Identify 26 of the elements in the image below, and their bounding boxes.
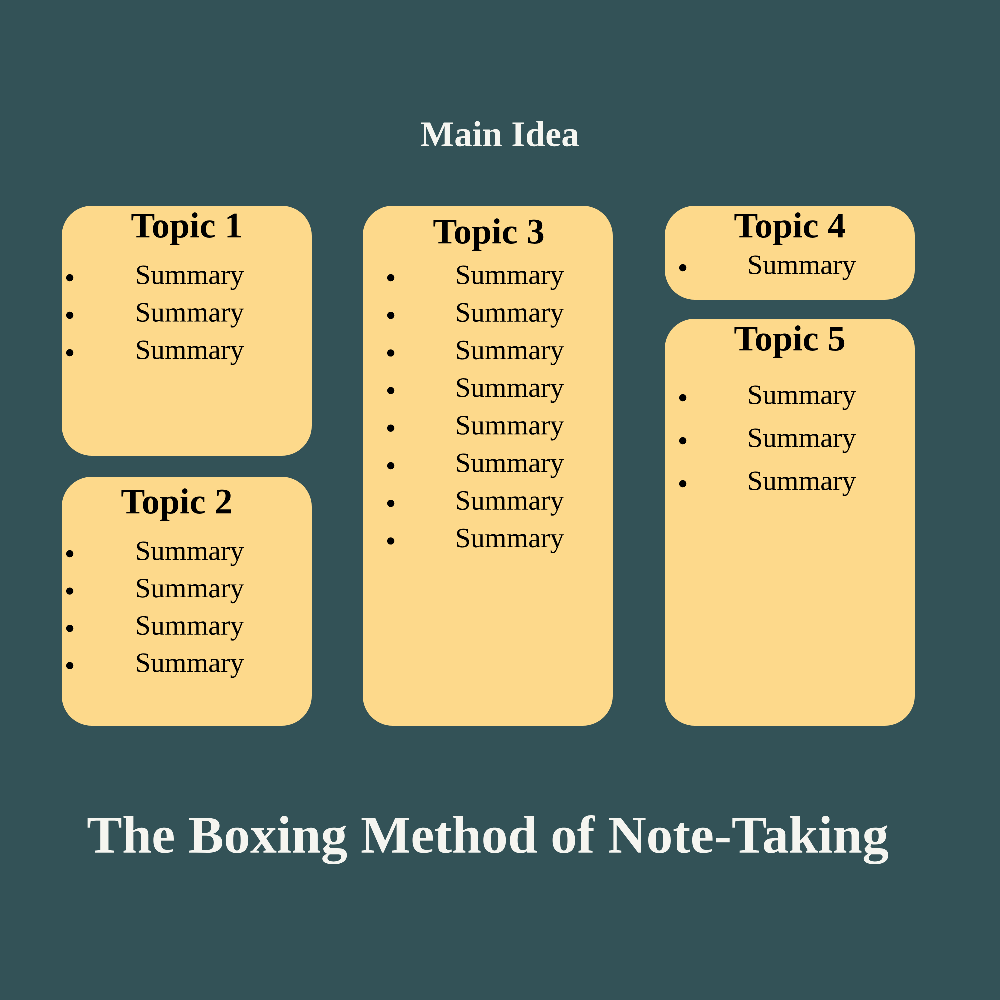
summary-text: Summary — [457, 266, 564, 290]
summary-text: Summary — [137, 303, 244, 328]
title-text: The Boxing Method of Note-Taking — [88, 816, 888, 865]
summary-text: Summary — [457, 528, 564, 554]
summary-text: Summary — [749, 472, 856, 496]
summary-text: Summary — [137, 542, 244, 566]
summary-text: Summary — [137, 616, 244, 641]
topic-heading: Topic 2 — [122, 488, 232, 522]
heading-text: Main Idea — [421, 121, 579, 147]
summary-text: Summary — [137, 266, 244, 290]
summary-text: Summary — [749, 256, 856, 280]
topic-heading: Topic 5 — [734, 326, 845, 358]
summary-text: Summary — [137, 340, 244, 366]
summary-text: Summary — [457, 378, 564, 404]
topic-heading: Topic 3 — [434, 218, 544, 252]
topic-heading: Topic 1 — [132, 212, 241, 246]
summary-text: Summary — [457, 491, 564, 516]
summary-text: Summary — [457, 303, 564, 328]
summary-text: Summary — [457, 454, 564, 478]
summary-text: Summary — [749, 428, 856, 454]
summary-text: Summary — [137, 654, 244, 678]
summary-text: Summary — [457, 340, 564, 366]
topic-heading: Topic 4 — [734, 212, 846, 246]
summary-text: Summary — [749, 386, 856, 410]
summary-text: Summary — [457, 416, 564, 441]
summary-text: Summary — [137, 579, 244, 604]
